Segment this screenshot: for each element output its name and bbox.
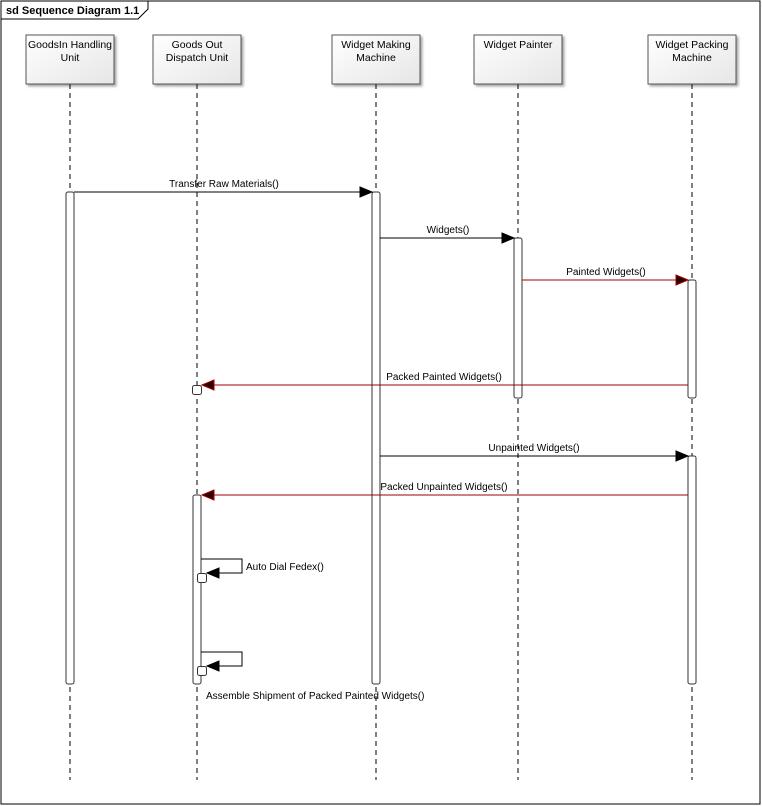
- arrowhead: [205, 660, 220, 672]
- message-assemble-shipment-label: Assemble Shipment of Packed Painted Widg…: [206, 691, 424, 702]
- lifeline-packing-label: Widget Packing: [656, 39, 729, 51]
- lifeline-goodsin-label: GoodsIn Handling: [28, 39, 112, 51]
- lifeline-making-label: Machine: [356, 52, 396, 64]
- frame-title: sd Sequence Diagram 1.1: [6, 5, 139, 17]
- activation-bars: [65, 191, 697, 685]
- arrowhead: [359, 186, 374, 198]
- activation-making: [371, 191, 381, 685]
- lifeline-making-head: [331, 34, 421, 85]
- lifeline-packing-label: Machine: [672, 52, 712, 64]
- message-unpainted-widgets: Unpainted Widgets(): [380, 443, 690, 462]
- message-packed-unpainted-widgets: Packed Unpainted Widgets(): [200, 482, 688, 501]
- activation-goodsout: [192, 494, 202, 685]
- lifeline-painter: Widget Painter: [473, 34, 563, 780]
- activation-packing: [687, 455, 697, 685]
- lifeline-making-label: Widget Making: [341, 39, 411, 51]
- lifeline-goodsout-head: [152, 34, 242, 85]
- message-auto-dial-fedex: Auto Dial Fedex(): [201, 558, 324, 579]
- message-packed-painted-widgets: Packed Painted Widgets(): [200, 372, 688, 391]
- lifeline-goodsin-head: [25, 34, 115, 85]
- message-packed-painted-widgets-label: Packed Painted Widgets(): [386, 372, 502, 383]
- message-assemble-shipment-line: [201, 651, 243, 667]
- lifeline-goodsout-label: Goods Out: [172, 39, 223, 51]
- activation-goodsout-small: [197, 573, 207, 583]
- message-painted-widgets: Painted Widgets(): [522, 267, 690, 286]
- lifeline-packing-head: [647, 34, 737, 85]
- activation-painter: [513, 237, 523, 399]
- activation-packing: [687, 279, 697, 399]
- message-widgets: Widgets(): [380, 225, 516, 244]
- message-auto-dial-fedex-label: Auto Dial Fedex(): [246, 562, 324, 573]
- arrowhead: [501, 232, 516, 244]
- arrowhead: [200, 489, 215, 501]
- messages: Transfer Raw Materials() Widgets() Painted…: [74, 179, 690, 702]
- arrowhead: [675, 274, 690, 286]
- message-assemble-shipment: Assemble Shipment of Packed Painted Widg…: [201, 651, 424, 702]
- frame-title-tab: [1, 1, 149, 20]
- message-painted-widgets-label: Painted Widgets(): [566, 267, 645, 278]
- message-transfer-raw-materials: Transfer Raw Materials(): [74, 179, 374, 198]
- lifeline-painter-label: Widget Painter: [484, 39, 553, 51]
- lifeline-goodsin-label: Unit: [61, 52, 80, 64]
- lifeline-painter-head: [473, 34, 563, 85]
- message-packed-unpainted-widgets-label: Packed Unpainted Widgets(): [380, 482, 507, 493]
- message-widgets-label: Widgets(): [427, 225, 470, 236]
- message-unpainted-widgets-label: Unpainted Widgets(): [488, 443, 579, 454]
- activation-goodsin: [65, 191, 75, 685]
- activation-goodsout-small: [197, 666, 207, 676]
- arrowhead: [205, 567, 220, 579]
- arrowhead: [675, 450, 690, 462]
- message-auto-dial-fedex-line: [201, 558, 243, 574]
- activation-goodsout-small: [192, 385, 202, 395]
- message-transfer-raw-materials-label: Transfer Raw Materials(): [169, 179, 279, 190]
- lifeline-goodsout-label: Dispatch Unit: [166, 52, 229, 64]
- arrowhead: [200, 379, 215, 391]
